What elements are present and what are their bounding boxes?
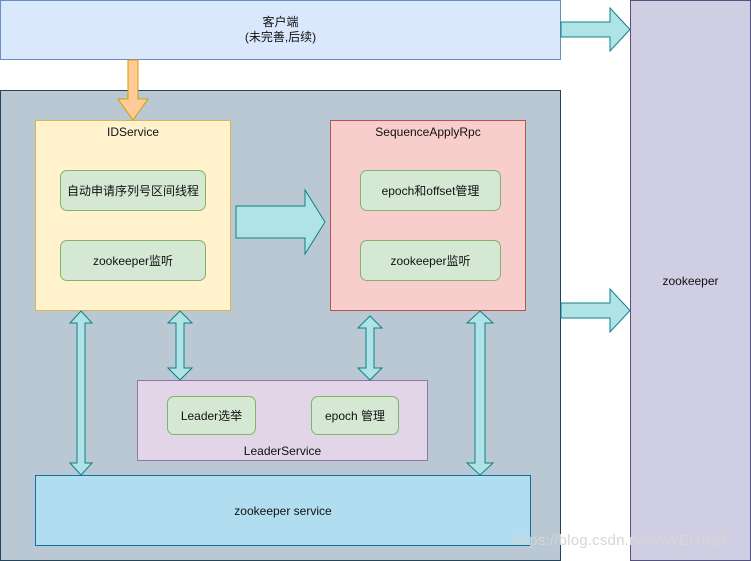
client-box: 客户端 (未完善,后续) bbox=[0, 0, 561, 60]
idservice-to-rpc-arrow bbox=[235, 188, 326, 256]
sequence-apply-rpc-box: SequenceApplyRpc epoch和offset管理 zookeepe… bbox=[330, 120, 526, 311]
client-to-zookeeper-arrow bbox=[560, 6, 631, 53]
watermark-text: https://blog.csdn.net/AWEI1024 bbox=[512, 532, 728, 549]
id-range-thread-node: 自动申请序列号区间线程 bbox=[60, 170, 206, 211]
idservice-title: IDService bbox=[106, 125, 159, 139]
rpc-zkservice-double-arrow bbox=[465, 310, 495, 476]
sequence-apply-rpc-title: SequenceApplyRpc bbox=[375, 125, 481, 139]
client-sublabel: (未完善,后续) bbox=[244, 30, 317, 44]
leader-election-node: Leader选举 bbox=[167, 396, 256, 435]
leader-service-box: Leader选举 epoch 管理 LeaderService bbox=[137, 380, 428, 461]
epoch-offset-label: epoch和offset管理 bbox=[381, 184, 480, 198]
rpc-leader-double-arrow bbox=[356, 315, 384, 381]
zookeeper-service-box: zookeeper service bbox=[35, 475, 531, 546]
leader-election-label: Leader选举 bbox=[180, 409, 243, 423]
id-range-thread-label: 自动申请序列号区间线程 bbox=[66, 184, 199, 198]
idservice-zkservice-double-arrow bbox=[68, 310, 94, 476]
services-to-zookeeper-arrow bbox=[560, 287, 631, 334]
rpc-zk-watch-label: zookeeper监听 bbox=[390, 254, 471, 268]
zookeeper-service-label: zookeeper service bbox=[234, 503, 332, 518]
leader-service-title: LeaderService bbox=[243, 444, 322, 458]
epoch-manage-node: epoch 管理 bbox=[311, 396, 399, 435]
client-to-idservice-arrow bbox=[117, 59, 149, 121]
epoch-offset-node: epoch和offset管理 bbox=[360, 170, 501, 211]
rpc-zk-watch-node: zookeeper监听 bbox=[360, 240, 501, 281]
epoch-manage-label: epoch 管理 bbox=[324, 409, 386, 423]
idservice-box: IDService 自动申请序列号区间线程 zookeeper监听 bbox=[35, 120, 231, 311]
id-zk-watch-label: zookeeper监听 bbox=[92, 254, 174, 268]
idservice-leader-double-arrow bbox=[166, 310, 194, 381]
client-label: 客户端 bbox=[262, 15, 299, 29]
zookeeper-label: zookeeper bbox=[662, 273, 719, 288]
id-zk-watch-node: zookeeper监听 bbox=[60, 240, 206, 281]
